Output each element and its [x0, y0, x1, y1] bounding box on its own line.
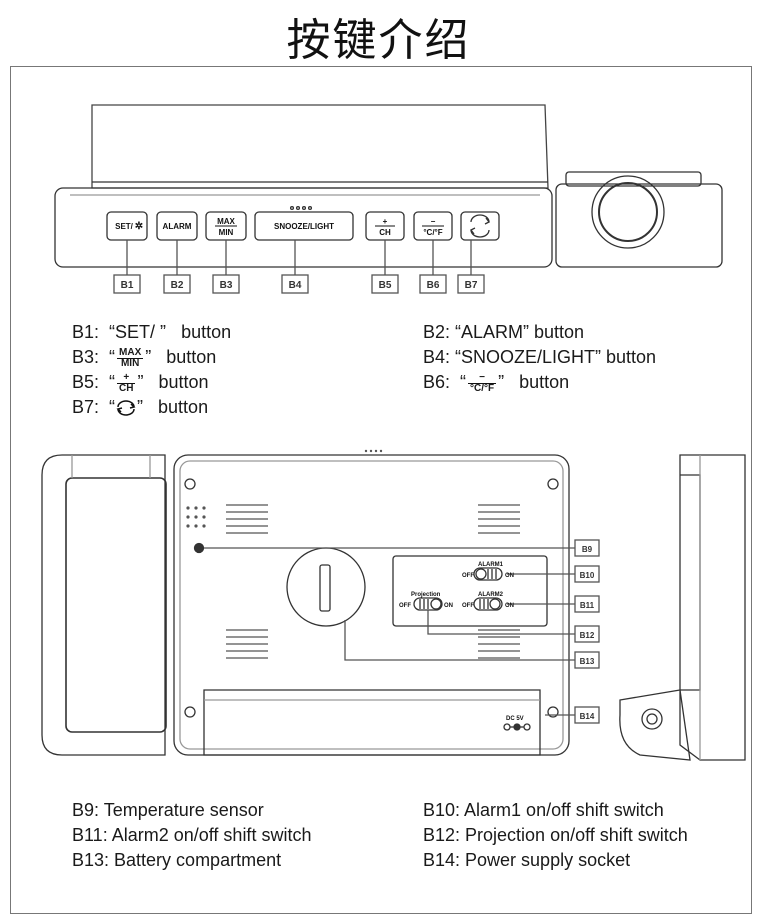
callout-b1: B1 — [121, 280, 134, 291]
alarm2-switch[interactable] — [473, 597, 503, 611]
desc-b2: B2: “ALARM” button — [423, 322, 585, 342]
projection-label: Projection — [411, 592, 441, 598]
desc-b12: B12: Projection on/off shift switch — [423, 825, 688, 845]
alarm1-switch[interactable] — [473, 567, 503, 581]
dc-label: DC 5V — [506, 716, 524, 722]
callout-b14: B14 — [580, 712, 595, 721]
desc-b14: B14: Power supply socket — [423, 850, 631, 870]
side-view — [619, 454, 746, 761]
b2-label: ALARM — [163, 222, 192, 231]
back-view — [41, 449, 570, 756]
callout-b3: B3 — [220, 280, 233, 291]
alarm2-on: ON — [505, 603, 514, 609]
desc-b9: B9: Temperature sensor — [72, 800, 264, 820]
b1-label: SET/ — [115, 222, 134, 231]
projection-on: ON — [444, 603, 453, 609]
battery-compartment — [286, 547, 366, 627]
b3-bottom: MIN — [219, 228, 234, 237]
refresh-icon — [116, 400, 136, 416]
diagram-frame — [10, 66, 752, 914]
desc-b5: B5: “+CH” button — [72, 371, 209, 394]
desc-b7: B7: “” button — [72, 397, 209, 417]
b6-bottom: °C/°F — [423, 228, 442, 237]
alarm1-on: ON — [505, 573, 514, 579]
alarm1-off: OFF — [462, 573, 474, 579]
callout-b10: B10 — [580, 571, 595, 580]
alarm1-label: ALARM1 — [478, 562, 504, 568]
alarm2-off: OFF — [462, 603, 474, 609]
callout-b6: B6 — [427, 280, 440, 291]
alarm2-label: ALARM2 — [478, 592, 504, 598]
callout-b12: B12 — [580, 631, 595, 640]
callout-b9: B9 — [582, 545, 593, 554]
b5-bottom: CH — [379, 228, 391, 237]
desc-b6: B6: “−°C/°F” button — [423, 371, 570, 394]
page-title: 按键介绍 — [286, 15, 471, 66]
b4-label: SNOOZE/LIGHT — [274, 222, 334, 231]
callout-b2: B2 — [171, 280, 184, 291]
desc-b13: B13: Battery compartment — [72, 850, 282, 870]
b6-top: − — [431, 217, 436, 226]
callout-b13: B13 — [580, 657, 595, 666]
b3-top: MAX — [217, 217, 235, 226]
desc-b11: B11: Alarm2 on/off shift switch — [72, 825, 312, 845]
refresh-icon — [470, 214, 490, 223]
top-view — [54, 104, 723, 294]
temperature-sensor — [193, 542, 205, 554]
callout-b5: B5 — [379, 280, 392, 291]
desc-b10: B10: Alarm1 on/off shift switch — [423, 800, 664, 820]
b5-top: + — [383, 217, 388, 226]
refresh-button[interactable] — [460, 211, 500, 241]
callout-b7: B7 — [465, 280, 478, 291]
callout-b11: B11 — [580, 601, 595, 610]
sun-icon: ✲ — [135, 221, 143, 232]
desc-b1: B1: “SET/ ” button — [72, 322, 232, 342]
snooze-light-button[interactable] — [254, 211, 354, 241]
callout-b4: B4 — [289, 280, 302, 291]
desc-b4: B4: “SNOOZE/LIGHT” button — [423, 347, 657, 367]
projection-off: OFF — [399, 603, 411, 609]
